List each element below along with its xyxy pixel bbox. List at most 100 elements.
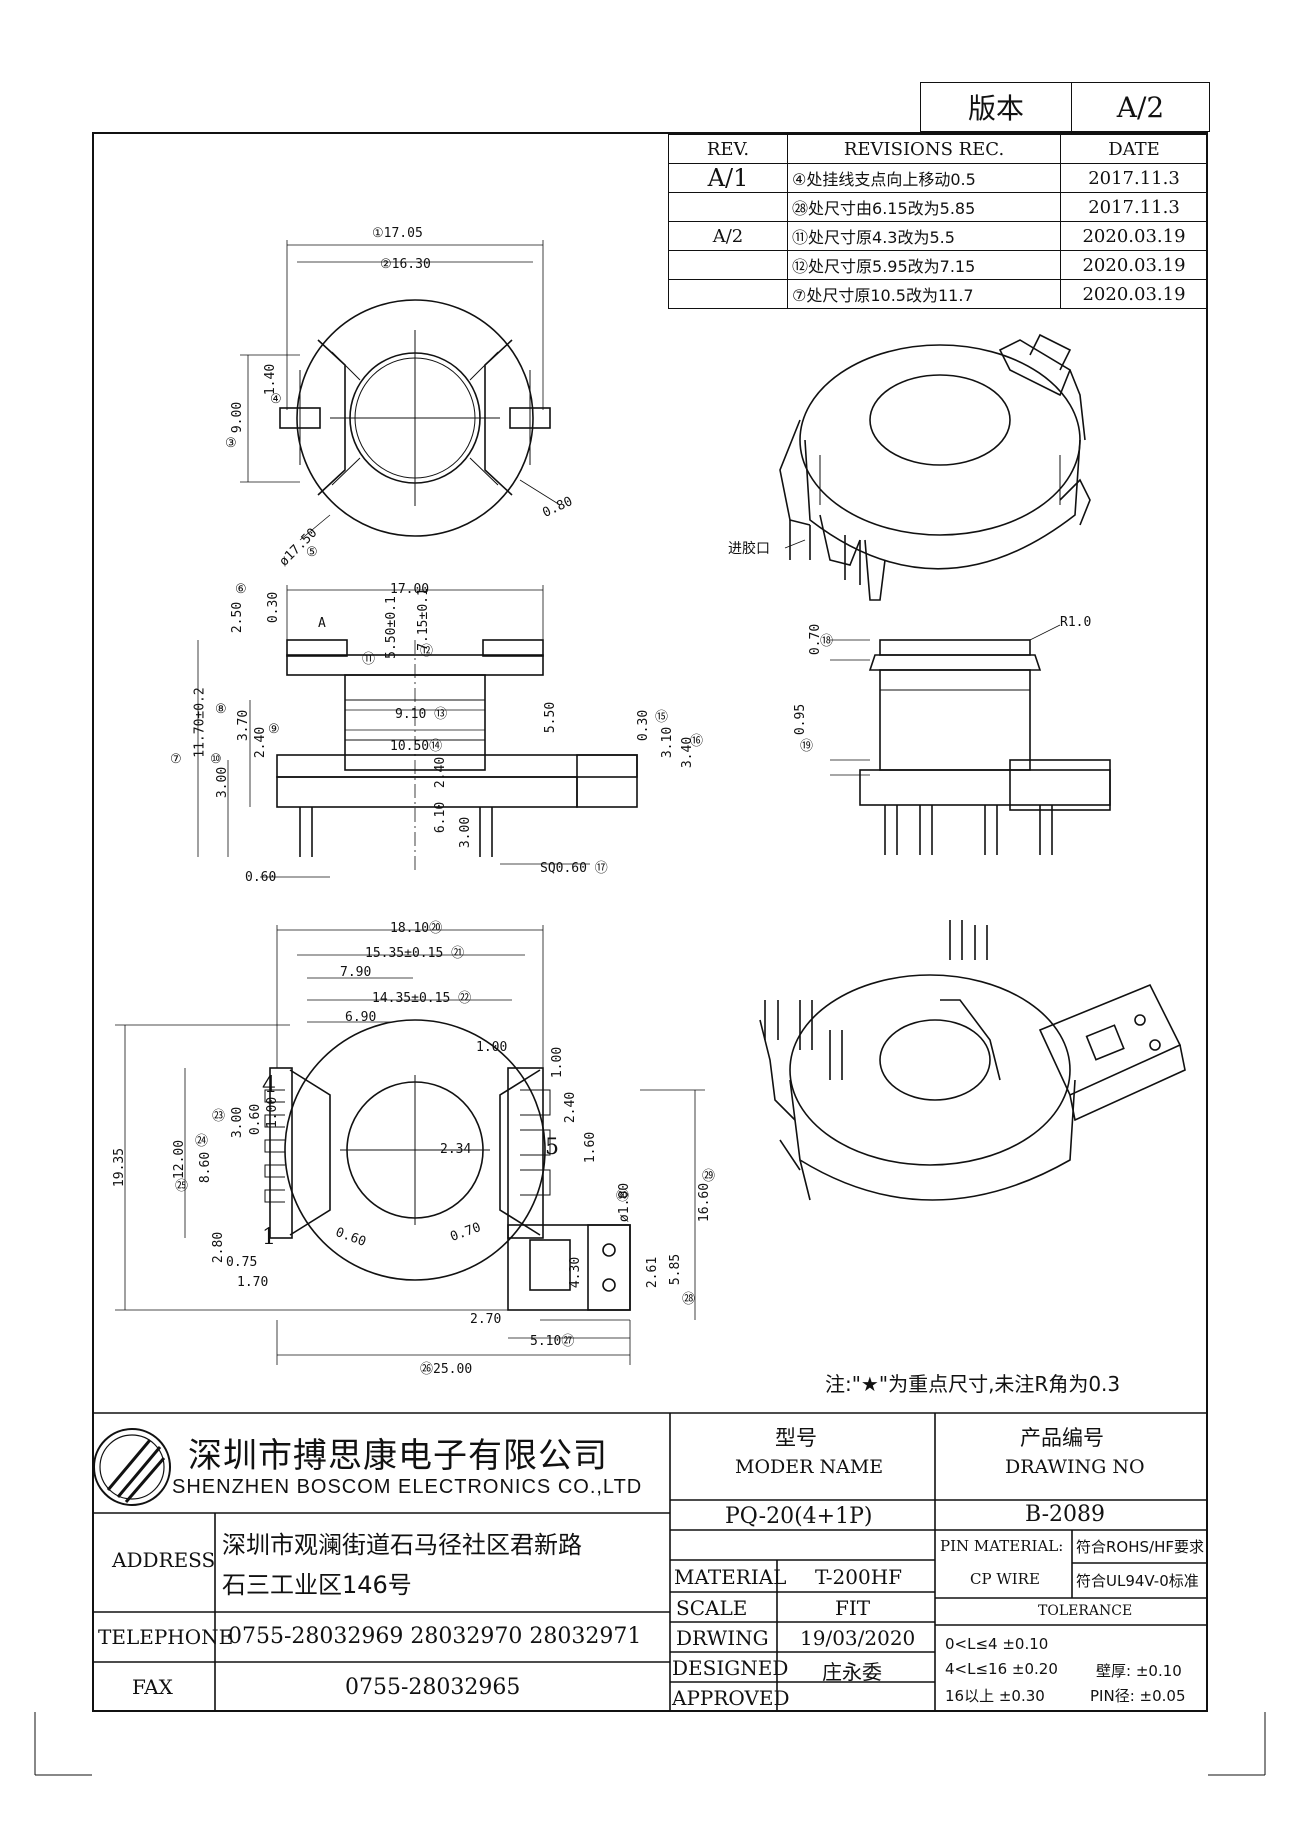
mark-11: ⑪: [362, 652, 376, 667]
mark-6: ⑥: [235, 582, 247, 597]
dim-300: 3.00: [215, 766, 231, 799]
mark-25: ㉕: [175, 1179, 189, 1194]
dim-100b: 1.00: [550, 1046, 566, 1079]
mark-9: ⑨: [268, 722, 280, 737]
dim-1630: ②16.30: [380, 257, 431, 272]
fax-value: 0755-28032965: [345, 1675, 521, 1700]
drawing-frame: [92, 132, 1208, 1712]
dim-900: 9.00: [230, 401, 246, 434]
dim-1170: 11.70±0.2: [192, 687, 208, 758]
rev-header: REV.: [668, 134, 788, 164]
dim-060: 0.60: [245, 870, 277, 885]
dim-790: 7.90: [340, 965, 372, 980]
dim-250: 2.50: [230, 601, 246, 634]
mark-4: ④: [270, 392, 282, 407]
dim-sq060: SQ0.60 ⑰: [540, 861, 608, 876]
mark-3: ③: [225, 436, 237, 451]
mark-18: ⑱: [820, 634, 834, 649]
scale-label: SCALE: [676, 1596, 748, 1620]
address-line1: 深圳市观澜街道石马径社区君新路: [222, 1531, 582, 1559]
dim-910: 9.10 ⑬: [395, 707, 448, 722]
designed-label: DESIGNED: [672, 1656, 789, 1680]
revision-row: ⑦处尺寸原10.5改为11.7 2020.03.19: [668, 279, 1208, 309]
product-label-en: DRAWING NO: [1005, 1456, 1145, 1478]
fax-label: FAX: [132, 1675, 173, 1699]
mark-12: ⑫: [420, 644, 434, 659]
model-label-cn: 型号: [775, 1426, 817, 1450]
revision-row: A/1 ④处挂线支点向上移动0.5 2017.11.3: [668, 163, 1208, 193]
dim-240c: 2.40: [563, 1091, 579, 1124]
dim-1660: 16.60: [697, 1182, 713, 1223]
product-label-cn: 产品编号: [1020, 1426, 1104, 1450]
tolerance-row-3: 16以上 ±0.30: [945, 1687, 1045, 1705]
dim-310: 3.10: [660, 726, 676, 759]
model-label-en: MODER NAME: [735, 1456, 884, 1478]
pin-5-label: 5: [545, 1135, 559, 1160]
dim-240: 2.40: [253, 726, 269, 759]
top-view: [240, 240, 561, 541]
dim-160: 1.60: [583, 1131, 599, 1164]
pin-4-label: 4: [262, 1073, 276, 1098]
dim-550-tol: 5.50±0.1: [383, 596, 399, 659]
dim-690: 6.90: [345, 1010, 377, 1025]
product-value: B-2089: [1025, 1502, 1105, 1527]
dim-261: 2.61: [645, 1256, 661, 1289]
isometric-view-top: [779, 333, 1091, 601]
dim-550: 5.50: [543, 701, 559, 734]
dim-1435: 14.35±0.15 ㉒: [372, 991, 472, 1006]
bottom-view: [115, 925, 705, 1365]
mark-a: A: [318, 616, 326, 631]
drwing-label: DRWING: [676, 1626, 769, 1650]
cp-wire-label: CP WIRE: [970, 1570, 1040, 1588]
wall-tolerance: 壁厚: ±0.10: [1096, 1662, 1182, 1680]
dim-300c: 3.00: [230, 1106, 246, 1139]
mark-28: ㉘: [682, 1292, 696, 1307]
dim-r10: R1.0: [1060, 615, 1092, 630]
mark-7: ⑦: [170, 752, 182, 767]
version-box: 版本 A/2: [920, 82, 1210, 132]
dim-370: 3.70: [236, 709, 252, 742]
drwing-value: 19/03/2020: [800, 1626, 916, 1650]
gate-label: 进胶口: [728, 541, 770, 557]
tolerance-row-2: 4<L≤16 ±0.20: [945, 1660, 1058, 1678]
dim-1700: 17.00: [390, 582, 430, 597]
crop-marks: [34, 1712, 1266, 1776]
pin-tolerance: PIN径: ±0.05: [1090, 1687, 1186, 1705]
company-logo: [93, 1428, 171, 1506]
pin-material-value: 符合ROHS/HF要求: [1076, 1538, 1204, 1556]
dim-2500: ㉖25.00: [420, 1362, 473, 1377]
mark-5: ⑤: [306, 545, 318, 560]
mark-23: ㉓: [212, 1109, 226, 1124]
drawing-note: 注:"★"为重点尺寸,未注R角为0.3: [825, 1372, 1121, 1396]
dim-430: 4.30: [568, 1256, 584, 1289]
tolerance-label: TOLERANCE: [1038, 1603, 1133, 1619]
dim-170: 1.70: [237, 1275, 269, 1290]
mark-19: ⑲: [800, 739, 814, 754]
mark-15: ⑮: [655, 710, 669, 725]
telephone-label: TELEPHONE: [98, 1625, 234, 1649]
version-value: A/2: [1071, 82, 1210, 132]
mark-10: ⑩: [210, 752, 222, 767]
approved-label: APPROVED: [672, 1686, 790, 1710]
material-value: T-200HF: [815, 1565, 903, 1589]
dim-300b: 3.00: [458, 816, 474, 849]
dim-610: 6.10: [433, 801, 449, 834]
dim-100c: 1.00: [265, 1096, 281, 1129]
dim-1935: 19.35: [112, 1147, 128, 1188]
mark-29: ㉙: [702, 1169, 716, 1184]
designed-value: 庄永委: [822, 1660, 882, 1684]
model-value: PQ-20(4+1P): [725, 1504, 873, 1529]
dim-060c: 0.60: [248, 1103, 264, 1136]
dim-234: 2.34: [440, 1142, 472, 1157]
dim-860: 8.60: [198, 1151, 214, 1184]
dim-1200: 12.00: [172, 1139, 188, 1180]
address-label: ADDRESS: [112, 1548, 216, 1572]
dim-030b: 0.30: [636, 709, 652, 742]
dim-1535: 15.35±0.15 ㉑: [365, 946, 465, 961]
tolerance-row-1: 0<L≤4 ±0.10: [945, 1635, 1049, 1653]
revisions-table: REV. REVISIONS REC. DATE A/1 ④处挂线支点向上移动0…: [668, 134, 1208, 309]
mark-24: ㉔: [195, 1134, 209, 1149]
side-view: [197, 585, 638, 878]
title-block-lines: [92, 1412, 1208, 1712]
